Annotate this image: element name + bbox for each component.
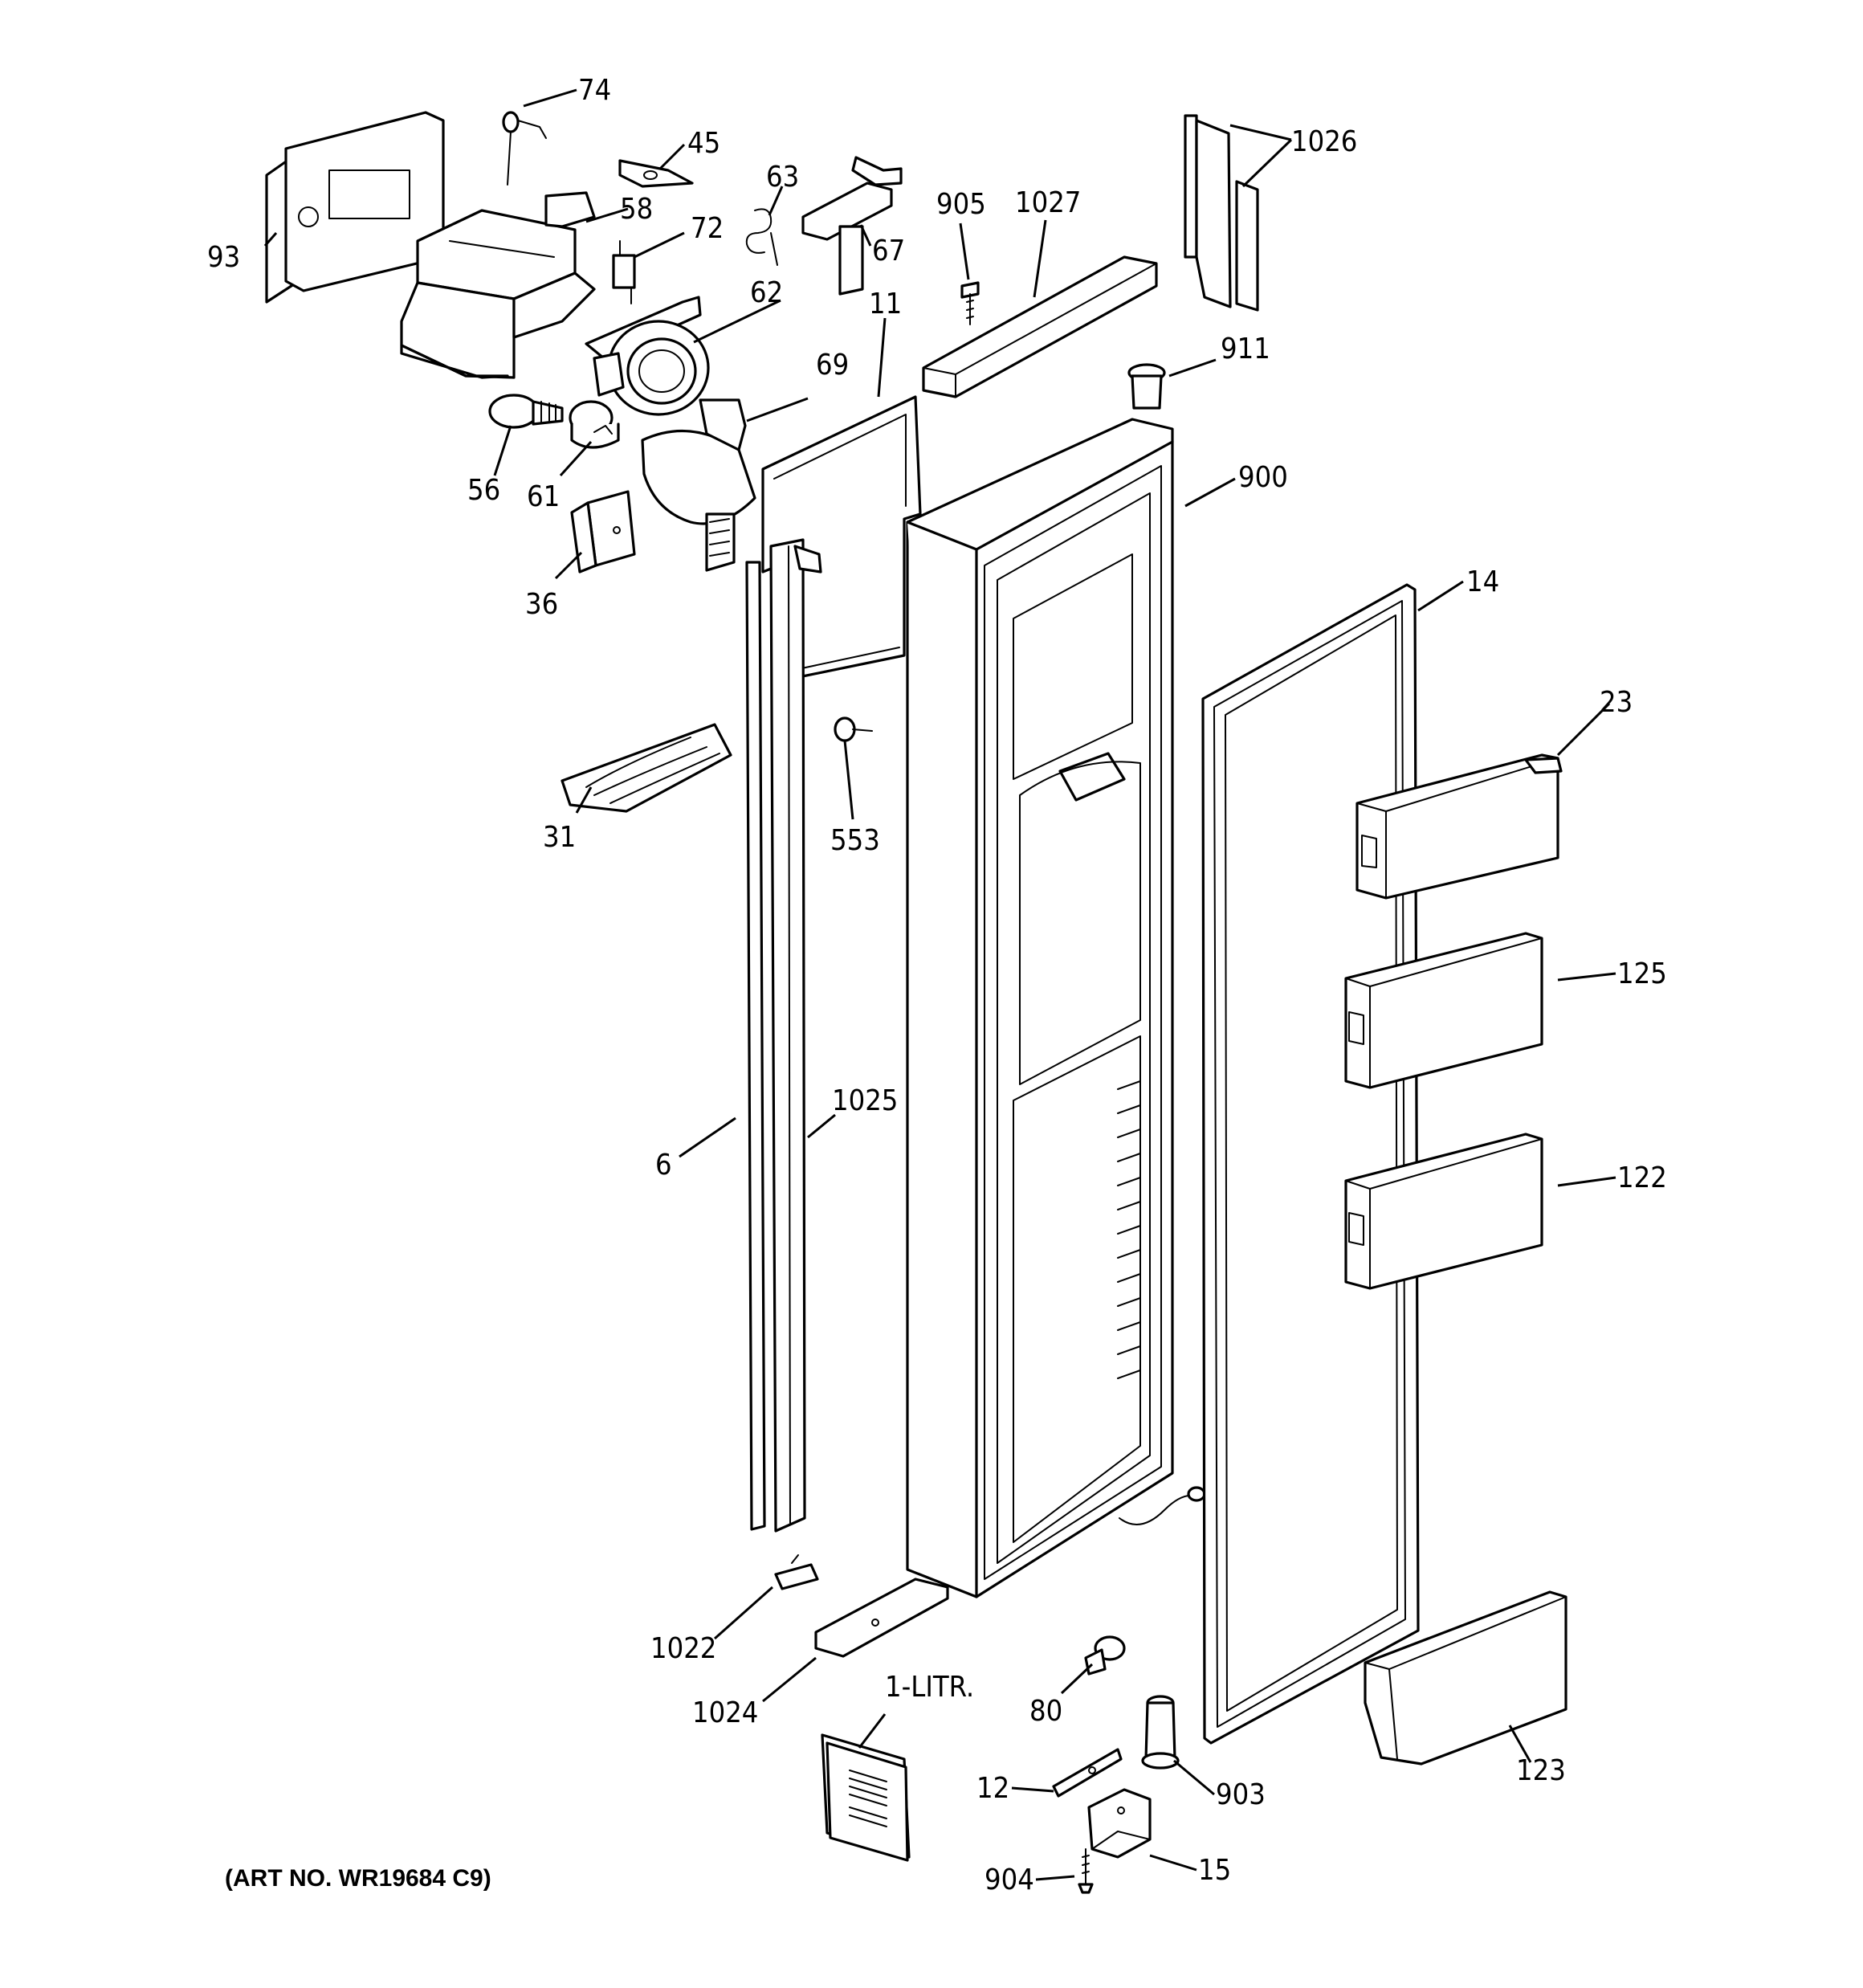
callout-69: 69 bbox=[816, 349, 849, 382]
part-bin-122 bbox=[1344, 1133, 1543, 1290]
part-bulb-56 bbox=[488, 394, 564, 429]
part-channel-1025 bbox=[769, 538, 822, 1533]
callout-14: 14 bbox=[1466, 565, 1499, 598]
callout-93: 93 bbox=[207, 241, 240, 274]
callout-900: 900 bbox=[1238, 461, 1288, 494]
callout-911: 911 bbox=[1221, 333, 1270, 365]
part-plate-12 bbox=[1052, 1748, 1123, 1798]
part-shelf-31 bbox=[561, 723, 732, 813]
part-strip-6 bbox=[745, 561, 766, 1531]
callout-67: 67 bbox=[872, 235, 905, 267]
callout-12: 12 bbox=[976, 1772, 1009, 1805]
part-bumper-553 bbox=[834, 716, 873, 742]
callout-61: 61 bbox=[527, 480, 560, 513]
part-spring-63 bbox=[745, 208, 778, 266]
callout-56: 56 bbox=[467, 474, 500, 507]
callout-labels: 74 45 63 905 1027 1026 58 72 67 93 62 11… bbox=[207, 74, 1667, 1896]
part-lever-67 bbox=[801, 156, 903, 296]
part-clip-1022 bbox=[774, 1554, 819, 1590]
callout-62: 62 bbox=[750, 276, 783, 309]
callout-31: 31 bbox=[543, 821, 576, 854]
callout-122: 122 bbox=[1617, 1161, 1667, 1194]
part-gasket-14 bbox=[1201, 583, 1420, 1745]
callout-36: 36 bbox=[525, 588, 558, 621]
part-switch-72 bbox=[612, 240, 636, 304]
callout-123: 123 bbox=[1516, 1754, 1566, 1787]
callout-15: 15 bbox=[1198, 1854, 1231, 1887]
callout-1022: 1022 bbox=[650, 1632, 716, 1665]
callout-904: 904 bbox=[984, 1863, 1034, 1896]
callout-553: 553 bbox=[830, 824, 880, 857]
callout-80: 80 bbox=[1029, 1695, 1062, 1728]
part-bracket-36 bbox=[570, 490, 636, 574]
part-socket-61 bbox=[569, 400, 620, 449]
part-screw-904 bbox=[1078, 1848, 1094, 1894]
part-top-cap-1027 bbox=[922, 255, 1158, 398]
part-hinge-pin-903 bbox=[1141, 1695, 1180, 1770]
callout-11: 11 bbox=[869, 288, 902, 320]
callout-1027: 1027 bbox=[1015, 186, 1081, 219]
callout-6: 6 bbox=[655, 1149, 672, 1182]
callout-1025: 1025 bbox=[832, 1084, 898, 1117]
callout-125: 125 bbox=[1617, 957, 1667, 990]
callout-58: 58 bbox=[620, 193, 653, 226]
part-hinge-channel-1026 bbox=[1184, 114, 1259, 312]
leader-lines bbox=[263, 88, 1616, 1881]
part-door-900 bbox=[906, 363, 1206, 1598]
door-ribs bbox=[1117, 1080, 1141, 1379]
callout-23: 23 bbox=[1600, 686, 1633, 719]
art-number: (ART NO. WR19684 C9) bbox=[225, 1865, 491, 1892]
part-bracket-45 bbox=[618, 159, 694, 188]
part-hinge-15 bbox=[1087, 1788, 1152, 1859]
part-spring-74 bbox=[502, 111, 547, 186]
part-bracket-1024 bbox=[814, 1578, 949, 1658]
callout-74: 74 bbox=[578, 74, 611, 107]
part-dispenser-housing bbox=[400, 191, 596, 379]
part-plug-80 bbox=[1084, 1635, 1126, 1676]
part-ice-chute-69 bbox=[641, 398, 756, 572]
part-bin-125 bbox=[1344, 932, 1543, 1089]
callout-903: 903 bbox=[1216, 1778, 1266, 1811]
callout-905: 905 bbox=[936, 188, 986, 221]
callout-1-litr: 1-LITR. bbox=[885, 1671, 974, 1704]
part-bin-23 bbox=[1355, 753, 1563, 900]
callout-45: 45 bbox=[687, 127, 720, 160]
callout-1026: 1026 bbox=[1291, 125, 1357, 158]
callout-72: 72 bbox=[691, 212, 724, 245]
callout-1024: 1024 bbox=[692, 1696, 758, 1729]
part-literature-pack bbox=[821, 1733, 911, 1862]
part-screw-905 bbox=[960, 281, 980, 325]
part-bin-123 bbox=[1364, 1590, 1567, 1766]
part-dispenser-control-panel bbox=[265, 111, 445, 304]
callout-63: 63 bbox=[766, 161, 799, 194]
part-auger-ring-62 bbox=[585, 296, 710, 416]
